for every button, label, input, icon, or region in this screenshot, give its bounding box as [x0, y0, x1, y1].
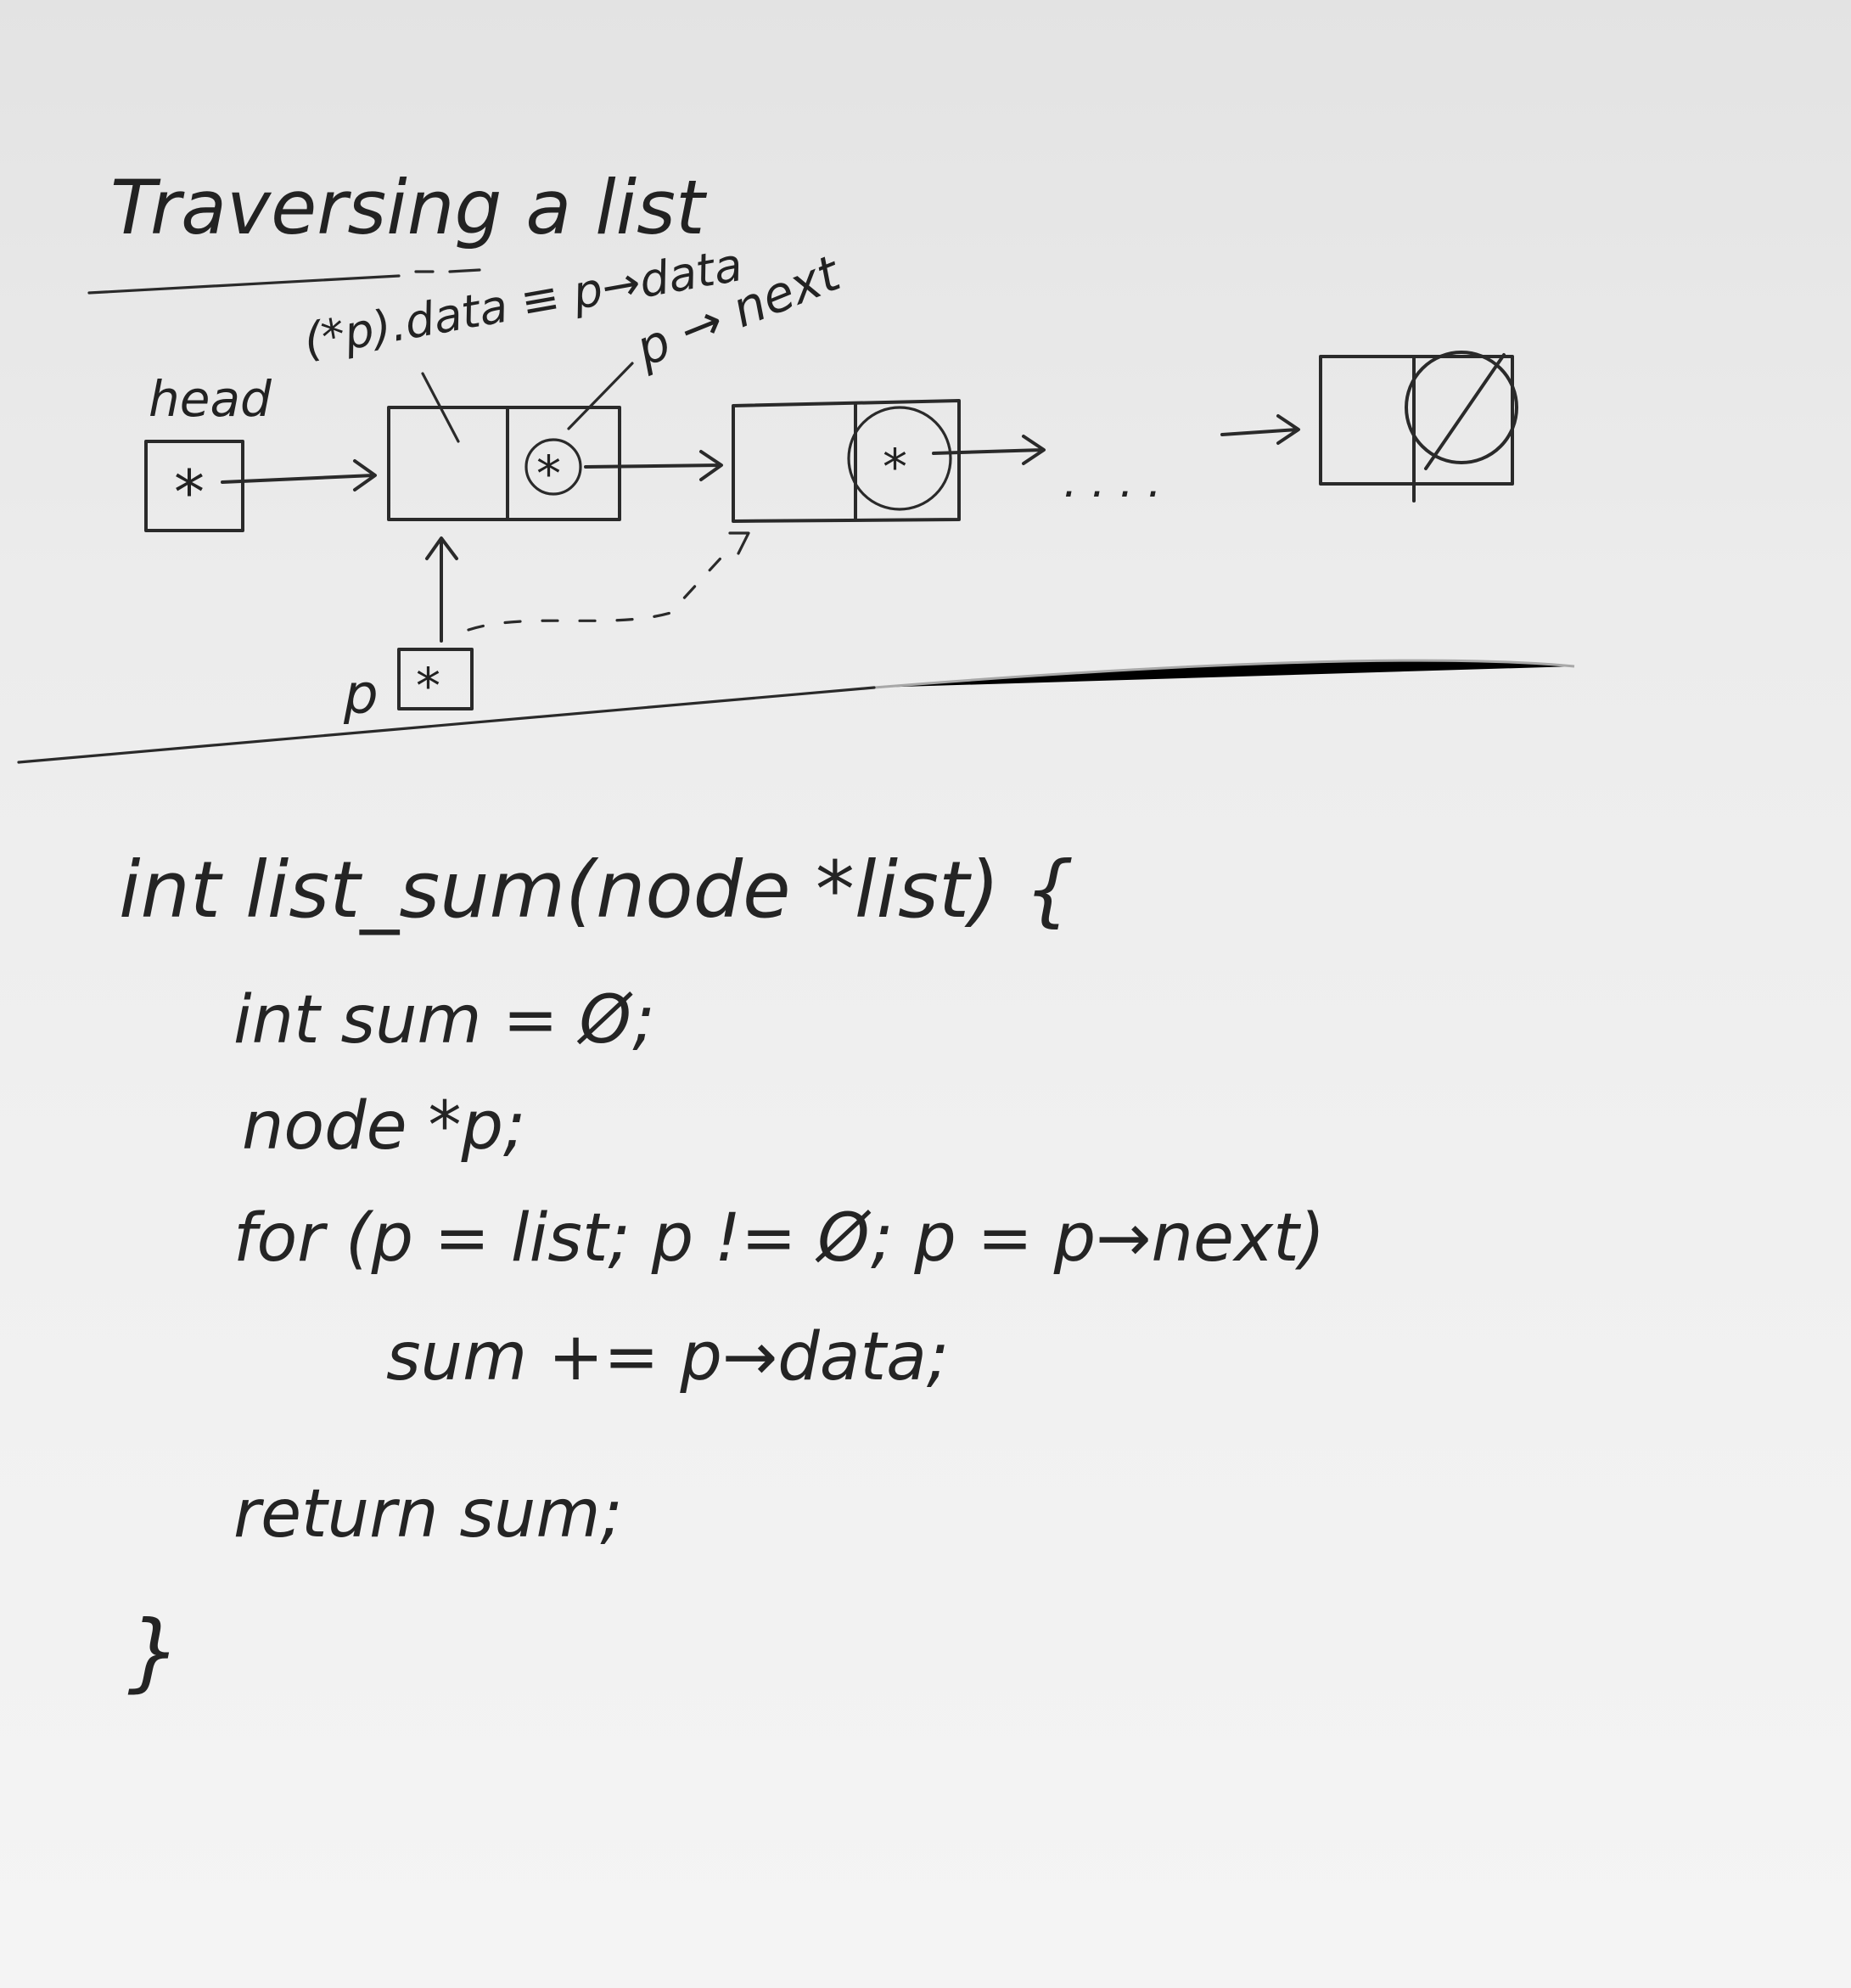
- p-label: p: [343, 664, 379, 727]
- null-circle: [1405, 351, 1518, 464]
- node-last: [1319, 351, 1518, 503]
- next-leader-line: [567, 362, 634, 430]
- code-line-4: for (p = list; p != Ø; p = p→next): [233, 1200, 1325, 1277]
- head-label: head: [149, 370, 272, 428]
- null-slash: [1424, 353, 1506, 470]
- p-up-arrow: [425, 536, 458, 643]
- p-pointer-star: *: [416, 657, 440, 715]
- node-1-to-node-2-arrow: [584, 450, 723, 481]
- ellipsis: · · · ·: [1061, 469, 1159, 520]
- p-advance-arrow-head: [728, 531, 750, 555]
- last-arrow: [1220, 414, 1300, 445]
- divider-main: [17, 686, 876, 764]
- code-line-3: node *p;: [242, 1088, 525, 1165]
- code-line-5: sum += p→data;: [386, 1319, 949, 1396]
- node-2: *: [732, 399, 961, 523]
- head-pointer-star: *: [174, 457, 205, 528]
- head-pointer-box: *: [144, 440, 244, 532]
- divider-faint: [873, 659, 1575, 689]
- node-2-next-star: *: [883, 438, 907, 496]
- node-2-next-circle: [847, 406, 952, 511]
- node-1: *: [387, 406, 621, 521]
- title-underline-dashes: [414, 268, 481, 273]
- node-1-next-star: *: [536, 445, 561, 503]
- code-line-2: int sum = Ø;: [233, 982, 655, 1059]
- code-line-7: }: [127, 1602, 182, 1701]
- title-text: Traversing a list: [110, 164, 708, 251]
- p-pointer-box: *: [397, 648, 474, 715]
- node-1-next-circle: [524, 438, 582, 496]
- title-underline: [87, 274, 401, 295]
- node-2-arrow: [932, 435, 1046, 465]
- code-line-6: return sum;: [233, 1476, 623, 1553]
- p-advance-dashed-arrow: [467, 548, 730, 632]
- code-line-1: int list_sum(node *list) {: [119, 845, 1074, 935]
- head-arrow: [221, 459, 377, 491]
